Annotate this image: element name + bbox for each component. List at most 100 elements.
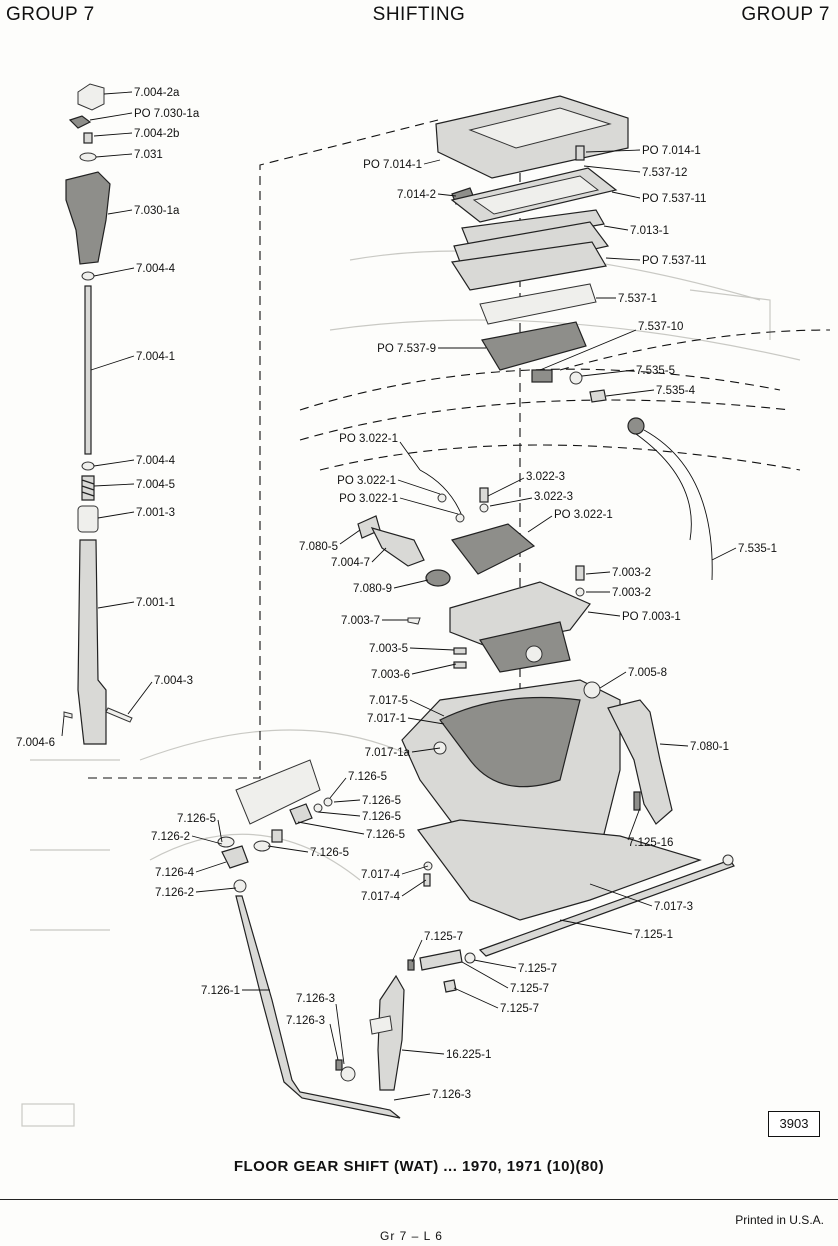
part-label-33: 7.004-7 — [331, 557, 370, 569]
part-label-11: 7.001-1 — [136, 597, 175, 609]
shift-arm — [607, 699, 673, 825]
bracket-housing — [479, 621, 571, 673]
part-label-27: PO 3.022-1 — [337, 475, 396, 487]
bracket-bolt — [575, 565, 585, 581]
part-label-17: 7.537-12 — [642, 167, 687, 179]
part-label-41: 7.003-6 — [371, 669, 410, 681]
lower-sleeve — [271, 829, 283, 843]
part-label-5: 7.030-1a — [134, 205, 180, 217]
lever-cotter — [335, 1059, 343, 1071]
shift-arm-right — [478, 681, 735, 957]
assembly-dashed-lines — [88, 119, 831, 779]
bracket-pin — [407, 617, 421, 625]
cable-washer-1 — [313, 803, 323, 813]
part-label-44: 7.017-1 — [367, 713, 406, 725]
bezel-screw — [575, 145, 585, 161]
part-label-68: 16.225-1 — [446, 1049, 491, 1061]
part-label-67: 7.126-3 — [286, 1015, 325, 1027]
part-label-69: 7.126-3 — [432, 1089, 471, 1101]
part-label-60: 7.125-7 — [424, 931, 463, 943]
header-group-left: GROUP 7 — [6, 4, 95, 25]
transmission-lever — [377, 974, 405, 1091]
console-bolt — [423, 873, 431, 887]
shift-linkage — [357, 469, 591, 673]
knob-cap — [77, 83, 105, 111]
lever-tube — [77, 539, 107, 745]
trunnion — [419, 949, 463, 971]
part-label-2: PO 7.030-1a — [134, 108, 200, 120]
bracket-boss — [525, 645, 543, 663]
leader-lines — [61, 91, 737, 1101]
part-label-25: 7.535-4 — [656, 385, 696, 397]
shift-lever-assembly — [63, 83, 133, 745]
console-bezel-stack — [435, 95, 713, 581]
part-label-31: PO 3.022-1 — [554, 509, 613, 521]
part-label-12: 7.004-3 — [154, 675, 193, 687]
bezel-window — [468, 107, 612, 149]
part-label-38: 7.003-7 — [341, 615, 380, 627]
part-label-64: 7.125-7 — [510, 983, 549, 995]
bulb — [589, 389, 607, 403]
part-label-59: 7.017-3 — [654, 901, 693, 913]
part-label-26: PO 3.022-1 — [339, 433, 398, 445]
part-label-8: 7.004-4 — [136, 455, 176, 467]
lever-pin — [105, 707, 133, 723]
part-label-32: 7.080-5 — [299, 541, 338, 553]
washer-a — [437, 493, 447, 503]
part-label-3: 7.004-2b — [134, 128, 179, 140]
part-label-13: 7.004-6 — [16, 737, 55, 749]
part-label-24: 7.535-5 — [636, 365, 675, 377]
page-reference: Gr 7 – L 6 — [380, 1229, 443, 1243]
part-label-53: 7.126-5 — [310, 847, 349, 859]
indicator-bulb-socket — [531, 369, 553, 383]
floor-pan-plate — [416, 819, 702, 921]
knob-washer — [79, 152, 97, 162]
gasket-upper-window — [472, 175, 600, 215]
part-label-21: 7.537-1 — [618, 293, 657, 305]
trunnion-bolt — [443, 979, 457, 993]
part-label-36: 7.080-9 — [353, 583, 392, 595]
wire-grommet — [627, 417, 645, 435]
lower-washer — [233, 879, 247, 893]
part-label-30: 3.022-3 — [534, 491, 573, 503]
part-label-39: PO 7.003-1 — [622, 611, 681, 623]
part-label-63: 7.126-1 — [201, 985, 240, 997]
part-label-48: 7.126-5 — [362, 795, 401, 807]
part-label-28: 3.022-3 — [526, 471, 565, 483]
washer-3022 — [479, 503, 489, 513]
trunnion-clip — [407, 959, 415, 971]
retainer-clip-wire — [419, 469, 463, 517]
part-label-51: 7.126-2 — [151, 831, 190, 843]
lever-bushing-lower — [81, 461, 95, 471]
lever-rod — [84, 285, 92, 455]
lever-spring — [81, 475, 95, 501]
footer-divider — [0, 1199, 838, 1200]
part-label-16: PO 7.014-1 — [642, 145, 701, 157]
arm-seal-ring — [583, 681, 601, 699]
arm-clip — [633, 791, 641, 811]
lower-swivel — [221, 845, 249, 869]
part-label-14: PO 7.014-1 — [363, 159, 422, 171]
part-label-46: 7.017-1a — [365, 747, 411, 759]
part-label-47: 7.126-5 — [348, 771, 387, 783]
light-housing — [481, 321, 587, 371]
bolt-3022 — [479, 487, 489, 503]
part-label-19: 7.013-1 — [630, 225, 669, 237]
lower-bushing-b — [253, 840, 271, 852]
indicator-wire — [635, 429, 713, 581]
indicator-lens — [479, 283, 597, 325]
part-label-49: 7.126-5 — [362, 811, 401, 823]
detent-spring — [453, 647, 467, 655]
console-housing — [401, 679, 702, 921]
lever-stud — [369, 1015, 393, 1035]
part-label-42: 7.005-8 — [628, 667, 667, 679]
shift-rod — [478, 859, 735, 957]
part-label-55: 7.126-4 — [155, 867, 195, 879]
background-ghost-print — [21, 250, 801, 1127]
bracket-washer — [575, 587, 585, 597]
selector-plate — [450, 523, 536, 575]
lever-sleeve — [77, 505, 99, 533]
part-label-37: 7.003-2 — [612, 587, 651, 599]
part-label-23: PO 7.537-9 — [377, 343, 436, 355]
part-label-62: 7.125-7 — [518, 963, 557, 975]
